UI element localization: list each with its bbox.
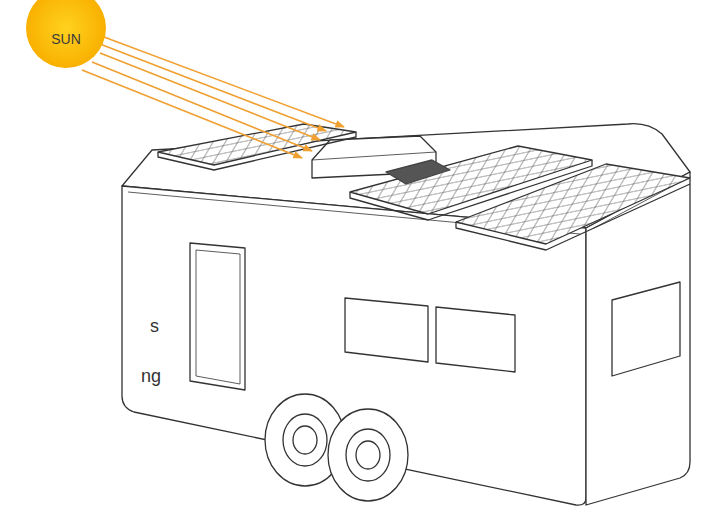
sun-ray [100, 53, 320, 140]
sun-ray [92, 62, 312, 151]
sun-ray [82, 70, 302, 158]
sun-rays [82, 34, 344, 158]
hub [293, 426, 317, 454]
solar-panel [456, 164, 690, 244]
door [190, 243, 245, 390]
panel-edge [456, 184, 690, 250]
sun-circle: SUN [26, 0, 106, 68]
roof-vent-edge [312, 152, 436, 160]
hub [356, 441, 380, 469]
window [345, 298, 428, 362]
shaded-cells [386, 160, 450, 184]
front-wall [586, 172, 690, 505]
text-fragment: s [150, 316, 159, 337]
text-fragment: ng [141, 366, 161, 387]
trailer [122, 124, 690, 505]
wheel [328, 409, 408, 501]
front-window [612, 282, 680, 376]
hub [346, 429, 390, 481]
door-frame [196, 250, 240, 384]
sun-ray [100, 44, 326, 131]
window [436, 307, 515, 372]
hub [283, 414, 327, 466]
panel-edge [158, 132, 356, 170]
sun-disc [26, 0, 106, 68]
sun-label: SUN [51, 31, 81, 47]
